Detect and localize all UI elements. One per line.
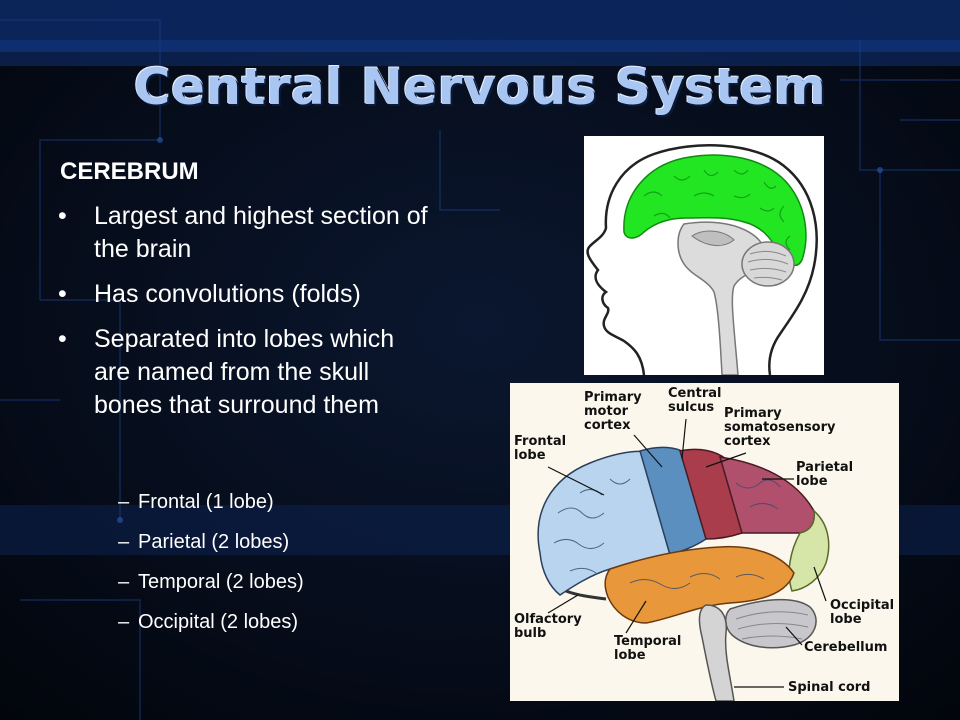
bullet-icon: • xyxy=(58,202,67,230)
dash-icon: – xyxy=(118,491,130,513)
label-temporal-lobe: Temporal lobe xyxy=(614,634,686,663)
sub-bullet-item: – Frontal (1 lobe) xyxy=(118,490,304,530)
temporal-lobe-shape xyxy=(604,545,795,624)
sub-bullet-list: – Frontal (1 lobe) – Parietal (2 lobes) … xyxy=(118,490,304,650)
bullet-icon: • xyxy=(58,280,67,308)
brain-lobes-diagram: Primary motor cortex Central sulcus Prim… xyxy=(510,383,899,701)
label-frontal-lobe: Frontal lobe xyxy=(514,434,571,463)
sub-bullet-item: – Parietal (2 lobes) xyxy=(118,530,304,570)
dash-icon: – xyxy=(118,531,130,553)
label-primary-motor-cortex: Primary motor cortex xyxy=(584,390,646,433)
label-central-sulcus: Central sulcus xyxy=(668,386,726,415)
dash-icon: – xyxy=(118,611,130,633)
bullet-text: Separated into lobes which are named fro… xyxy=(94,325,395,419)
label-olfactory-bulb: Olfactory bulb xyxy=(514,612,586,641)
spinal-cord-shape xyxy=(698,604,735,701)
head-profile-image xyxy=(584,136,824,375)
bullet-text: Has convolutions (folds) xyxy=(94,280,361,308)
olfactory-bulb-shape xyxy=(565,589,607,601)
bullet-item: • Separated into lobes which are named f… xyxy=(58,323,414,422)
dash-icon: – xyxy=(118,571,130,593)
section-heading: CEREBRUM xyxy=(60,158,199,185)
bullet-item: • Has convolutions (folds) xyxy=(58,278,458,311)
label-occipital-lobe: Occipital lobe xyxy=(830,598,899,627)
label-spinal-cord: Spinal cord xyxy=(788,680,871,695)
label-parietal-lobe: Parietal lobe xyxy=(796,460,858,489)
label-cerebellum: Cerebellum xyxy=(804,640,887,655)
sub-bullet-text: Frontal (1 lobe) xyxy=(138,491,274,513)
bullet-icon: • xyxy=(58,325,67,353)
sub-bullet-item: – Occipital (2 lobes) xyxy=(118,610,304,650)
sub-bullet-text: Temporal (2 lobes) xyxy=(138,571,304,593)
bullet-item: • Largest and highest section of the bra… xyxy=(58,200,458,266)
sub-bullet-text: Parietal (2 lobes) xyxy=(138,531,290,553)
bullet-text: Largest and highest section of the brain xyxy=(94,202,428,263)
label-primary-somatosensory-cortex: Primary somatosensory cortex xyxy=(724,406,840,449)
sub-bullet-text: Occipital (2 lobes) xyxy=(138,611,299,633)
sub-bullet-item: – Temporal (2 lobes) xyxy=(118,570,304,610)
slide-title: Central Nervous System xyxy=(133,58,827,116)
cerebellum-shape xyxy=(741,241,795,287)
bullet-list: • Largest and highest section of the bra… xyxy=(58,200,458,434)
